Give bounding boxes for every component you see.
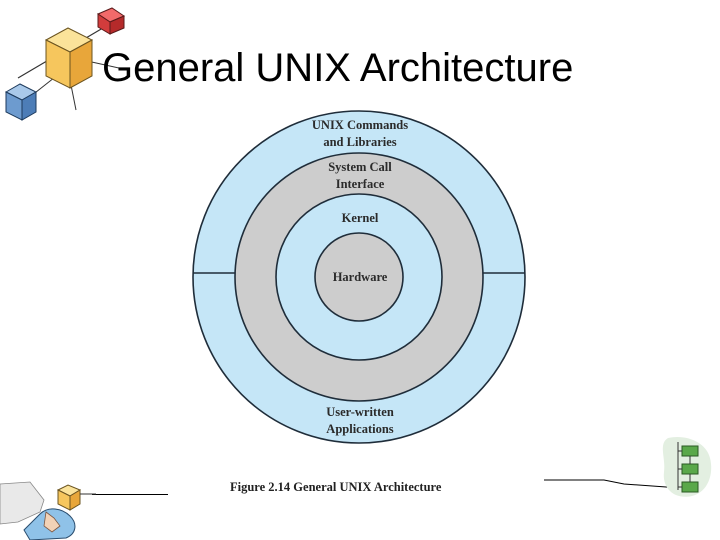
layer-label-commands-1: UNIX Commands [312, 118, 408, 132]
bottom-label-2: Applications [326, 422, 394, 436]
flowchart-clipart-icon [662, 436, 712, 497]
slide-title: General UNIX Architecture [102, 46, 574, 90]
cubes-clipart-icon [4, 7, 129, 121]
layer-label-kernel: Kernel [342, 211, 379, 225]
layer-label-hardware: Hardware [333, 270, 388, 284]
layer-label-syscall-2: Interface [336, 177, 385, 191]
hand-cube-clipart-icon [0, 481, 96, 540]
layer-ring-hardware [314, 232, 404, 322]
figure-caption: Figure 2.14 General UNIX Architecture [230, 480, 442, 494]
caption-rule-right [544, 479, 681, 489]
caption-rule-left [92, 494, 168, 495]
layer-label-syscall-1: System Call [328, 160, 392, 174]
layer-label-commands-2: and Libraries [323, 135, 396, 149]
bottom-label-1: User-written [326, 405, 394, 419]
unix-architecture-diagram: UNIX Commands and Libraries System Call … [192, 110, 526, 444]
